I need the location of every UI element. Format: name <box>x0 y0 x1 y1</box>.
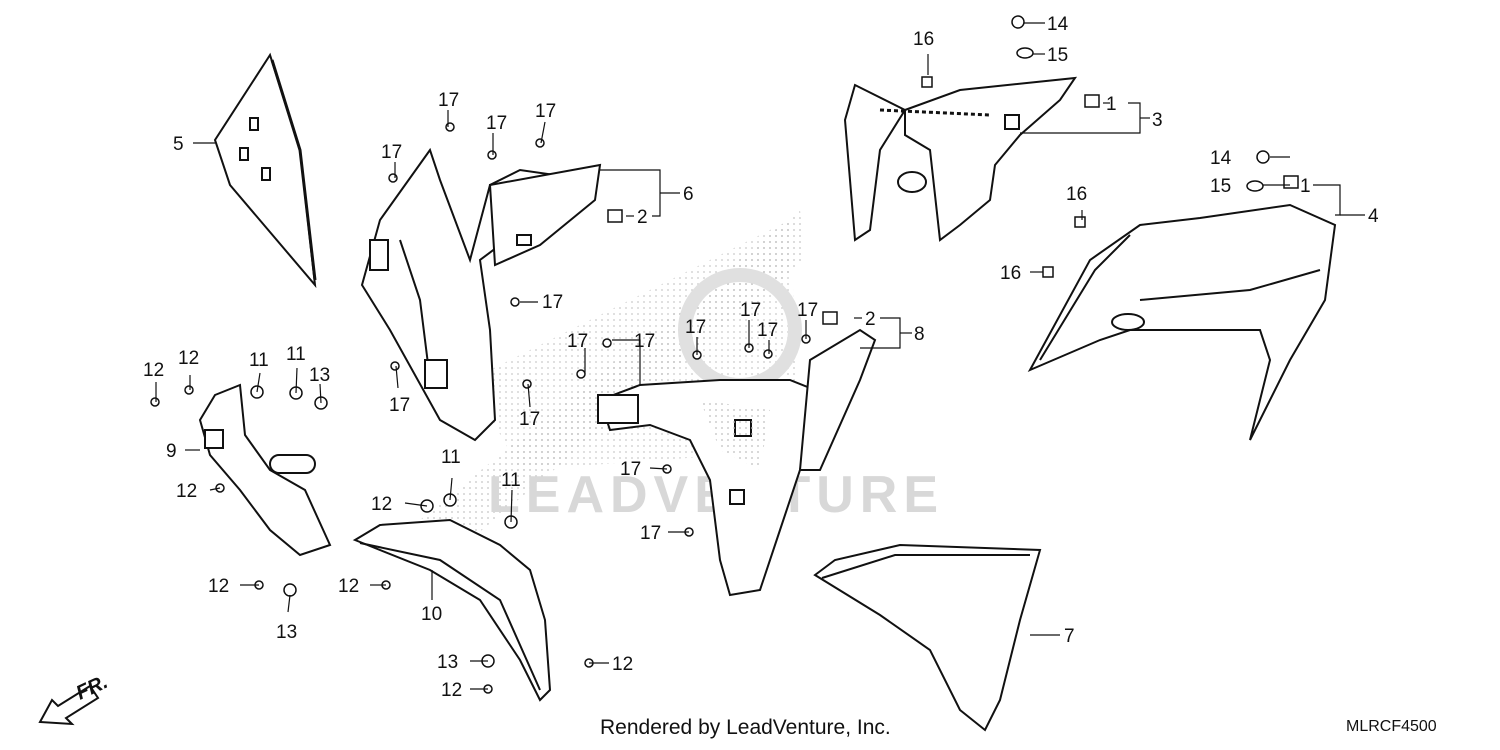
callout-17: 17 <box>542 292 563 313</box>
callout-17: 17 <box>685 317 706 338</box>
part-5-side-panel <box>213 52 317 289</box>
leader-lines <box>155 22 1365 690</box>
part-8-inner-cover <box>597 328 877 597</box>
callout-8: 8 <box>914 324 925 345</box>
callout-15: 15 <box>1210 176 1231 197</box>
callout-11: 11 <box>286 344 306 365</box>
callout-13: 13 <box>276 622 297 643</box>
callout-12: 12 <box>371 494 392 515</box>
callout-12: 12 <box>208 576 229 597</box>
callout-17: 17 <box>486 113 507 134</box>
callout-17: 17 <box>640 523 661 544</box>
callout-17: 17 <box>389 395 410 416</box>
callout-10: 10 <box>421 604 442 625</box>
callout-17: 17 <box>519 409 540 430</box>
part-3-upper-cowl <box>843 76 1078 242</box>
diagram-code: MLRCF4500 <box>1346 718 1437 735</box>
callout-2: 2 <box>865 309 876 330</box>
callout-labels: 1 1 2 2 3 4 5 6 7 8 9 10 11 11 11 11 12 … <box>143 14 1379 701</box>
part-7-lower-panel <box>813 543 1042 732</box>
callout-17: 17 <box>381 142 402 163</box>
callout-16: 16 <box>913 29 934 50</box>
callout-15: 15 <box>1047 45 1068 66</box>
callout-17: 17 <box>797 300 818 321</box>
part-4-front-cowl <box>1027 203 1337 441</box>
arrow-icon <box>38 684 100 726</box>
callout-11: 11 <box>441 447 461 468</box>
callout-17: 17 <box>535 101 556 122</box>
callout-12: 12 <box>338 576 359 597</box>
callout-16: 16 <box>1000 263 1021 284</box>
callout-3: 3 <box>1152 110 1163 131</box>
callout-1: 1 <box>1300 176 1311 197</box>
callout-14: 14 <box>1047 14 1069 35</box>
callout-17: 17 <box>634 331 655 352</box>
callout-16: 16 <box>1066 184 1087 205</box>
front-direction-indicator: FR. <box>38 671 111 726</box>
callout-17: 17 <box>620 459 641 480</box>
callout-17: 17 <box>567 331 588 352</box>
callout-12: 12 <box>143 360 164 381</box>
render-credit: Rendered by LeadVenture, Inc. <box>600 716 891 739</box>
callout-11: 11 <box>249 350 269 371</box>
callout-1: 1 <box>1106 94 1117 115</box>
callout-12: 12 <box>441 680 462 701</box>
callout-17: 17 <box>740 300 761 321</box>
callout-11: 11 <box>501 470 521 491</box>
part-9-bracket <box>198 383 332 557</box>
callout-14: 14 <box>1210 148 1232 169</box>
callout-17: 17 <box>757 320 778 341</box>
part-6-inner-fairing <box>360 147 602 442</box>
callout-2: 2 <box>637 207 648 228</box>
callout-4: 4 <box>1368 206 1379 227</box>
callout-12: 12 <box>176 481 197 502</box>
callout-9: 9 <box>166 441 177 462</box>
part-10-lower-cover <box>352 518 552 702</box>
callout-6: 6 <box>683 184 694 205</box>
callout-12: 12 <box>178 348 199 369</box>
callout-12: 12 <box>612 654 633 675</box>
callout-13: 13 <box>309 365 330 386</box>
callout-17: 17 <box>438 90 459 111</box>
callout-13: 13 <box>437 652 458 673</box>
callout-7: 7 <box>1064 626 1075 647</box>
callout-5: 5 <box>173 134 184 155</box>
